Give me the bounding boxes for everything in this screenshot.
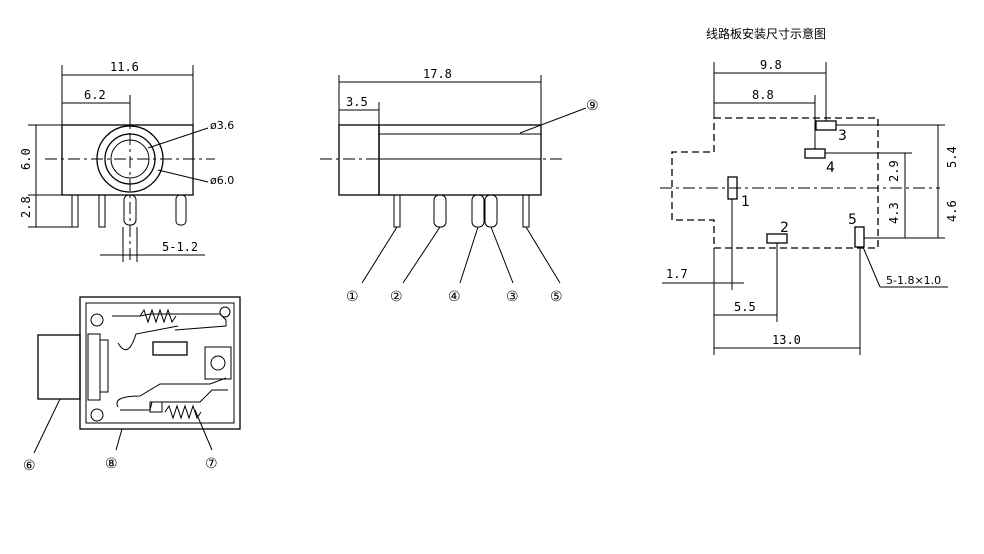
dim-5-4: 5.4 xyxy=(945,146,959,168)
dim-width-center: 6.2 xyxy=(84,88,106,102)
callout-part-9: ⑨ xyxy=(586,98,599,114)
dim-4-6: 4.6 xyxy=(945,200,959,222)
callout-part-6: ⑥ xyxy=(23,458,36,474)
pad-label-1: 1 xyxy=(741,194,750,210)
pad-5 xyxy=(854,226,865,248)
pad-3 xyxy=(815,120,837,131)
callout-pin-4: ④ xyxy=(448,289,461,305)
pad-label-5: 5 xyxy=(848,212,857,228)
dim-8-8: 8.8 xyxy=(752,88,774,102)
dim-pin-pitch: 5-1.2 xyxy=(162,240,198,254)
dim-5-5: 5.5 xyxy=(734,300,756,314)
dim-2-9: 2.9 xyxy=(887,160,901,182)
top-view: ⑥ ⑧ ⑦ xyxy=(23,296,241,474)
callout-part-7: ⑦ xyxy=(205,456,218,472)
callout-pin-3: ③ xyxy=(506,289,519,305)
dim-13-0: 13.0 xyxy=(772,333,801,347)
dim-height-body: 6.0 xyxy=(19,148,33,170)
pad-4 xyxy=(804,148,826,159)
callout-pin-2: ② xyxy=(390,289,403,305)
dim-4-3: 4.3 xyxy=(887,202,901,224)
pad-spec: 5-1.8×1.0 xyxy=(886,274,941,287)
dim-1-7: 1.7 xyxy=(666,267,688,281)
pad-label-3: 3 xyxy=(838,128,847,144)
label-hole-large: ø6.0 xyxy=(210,174,234,187)
dim-width-total: 11.6 xyxy=(110,60,139,74)
pcb-title: 线路板安装尺寸示意图 xyxy=(706,26,826,41)
dim-length-front: 3.5 xyxy=(346,95,368,109)
callout-pin-5: ⑤ xyxy=(550,289,563,305)
pad-label-4: 4 xyxy=(826,160,835,176)
callout-part-8: ⑧ xyxy=(105,456,118,472)
label-hole-small: ø3.6 xyxy=(210,119,234,132)
dim-length-total: 17.8 xyxy=(423,67,452,81)
pad-label-2: 2 xyxy=(780,220,789,236)
dim-height-pins: 2.8 xyxy=(19,196,33,218)
front-view: 11.6 6.2 ø3.6 ø6.0 6.0 2.8 5-1. xyxy=(19,60,234,262)
dim-9-8: 9.8 xyxy=(760,58,782,72)
callout-pin-1: ① xyxy=(346,289,359,305)
pcb-layout: 线路板安装尺寸示意图 1 2 3 4 5 9.8 8.8 5.4 2.9 4.3… xyxy=(660,26,959,355)
side-view: 17.8 3.5 ① ② ④ ③ ⑤ ⑨ xyxy=(320,67,599,305)
